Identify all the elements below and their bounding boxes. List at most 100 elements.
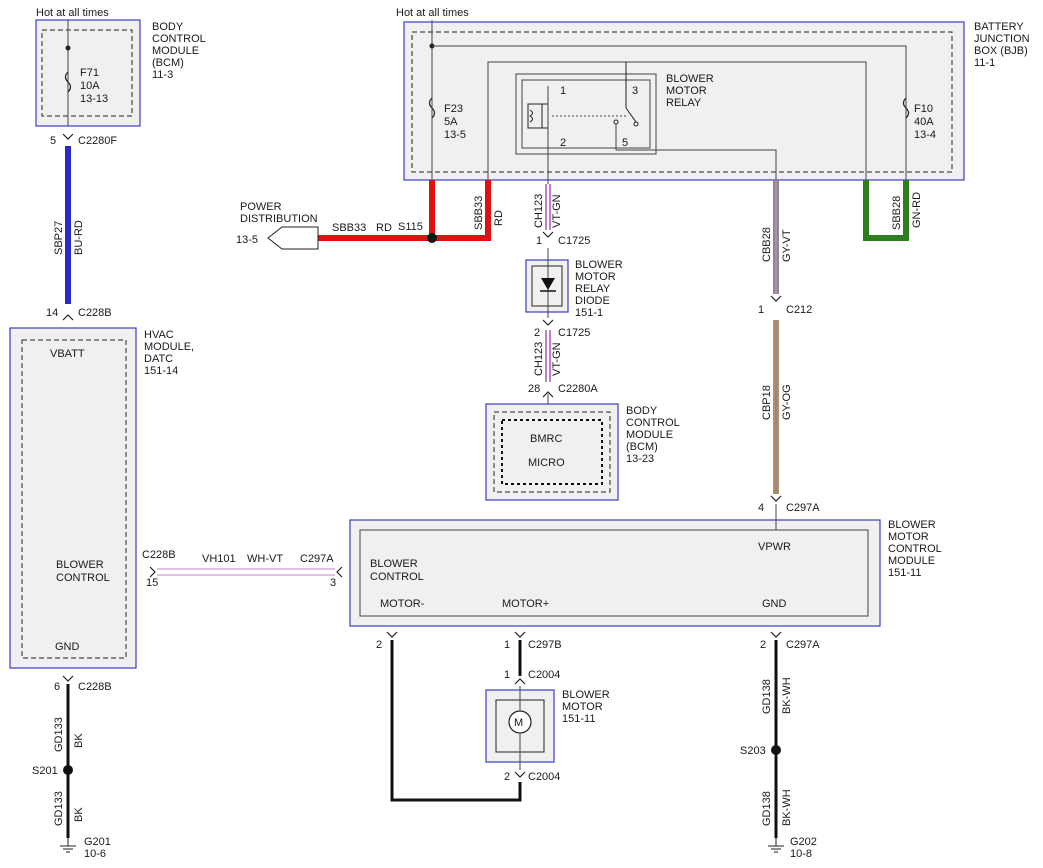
bjb-bus <box>432 45 907 180</box>
sbp27-color: BU-RD <box>73 220 85 255</box>
motor-minus-pin: 2 <box>376 639 382 651</box>
cbp18-color: GY-OG <box>781 384 793 420</box>
c2280f-name: C2280F <box>78 135 117 147</box>
f23-label: F23 <box>444 103 463 115</box>
hvac-vbatt: VBATT <box>50 348 85 360</box>
bcm-top-label-5: 11-3 <box>152 69 173 81</box>
f23-amps: 5A <box>444 116 458 128</box>
cbb28-circuit: CBB28 <box>761 227 773 262</box>
bcm-top-label-2: CONTROL <box>152 33 206 45</box>
diode-inner <box>531 265 563 307</box>
power-dist-ref: 13-5 <box>236 234 258 246</box>
cbp18-circuit: CBP18 <box>761 385 773 420</box>
bjb-dashed <box>411 31 953 173</box>
c297a-top-name: C297A <box>786 502 820 514</box>
hvac-blower-label: BLOWER <box>56 559 104 571</box>
ch123-top-color: VT-GN <box>551 194 563 228</box>
gd133-bot-circuit: GD133 <box>53 791 65 826</box>
hvac-label-3: DATC <box>144 353 173 365</box>
c1725-bot-name: C1725 <box>558 327 590 339</box>
c297a-top-icon <box>770 495 782 502</box>
c2280a-pin: 28 <box>528 383 540 395</box>
bcm-mid-micro: MICRO <box>528 457 565 469</box>
relay-label-3: RELAY <box>666 97 702 109</box>
f10-amps: 40A <box>914 116 934 128</box>
motor-label-1: BLOWER <box>562 689 610 701</box>
c228b-top-name: C228B <box>78 307 112 319</box>
c2280f-pin: 5 <box>50 135 56 147</box>
gd138-bot-circuit: GD138 <box>761 791 773 826</box>
f10-ref: 13-4 <box>914 129 936 141</box>
hvac-module-box <box>9 327 137 669</box>
hvac-gnd: GND <box>55 641 80 653</box>
relay-pin-2: 2 <box>560 137 566 149</box>
bcm-top-label-1: BODY <box>152 21 184 33</box>
bmcm-label-4: MODULE <box>888 555 935 567</box>
s203-splice <box>771 745 781 755</box>
bjb-label-4: 11-1 <box>974 57 995 69</box>
s201-splice <box>63 765 73 775</box>
bmcm-motor-minus: MOTOR- <box>380 598 425 610</box>
c228b-side-icon <box>149 566 156 578</box>
sbb33-circuit: SBB33 <box>473 196 485 230</box>
f10-fuse-icon <box>902 97 910 119</box>
relay-box <box>515 73 657 155</box>
diode-icon <box>541 278 555 290</box>
hvac-label-1: HVAC <box>144 329 174 341</box>
diode-label-4: DIODE <box>575 295 610 307</box>
bjb-label-3: BOX (BJB) <box>974 45 1028 57</box>
gd138-top-circuit: GD138 <box>761 679 773 714</box>
bcm-mid-label-5: 13-23 <box>626 453 654 465</box>
s203-label: S203 <box>740 745 766 757</box>
c297a-gnd-name: C297A <box>786 639 820 651</box>
diode-label-5: 151-1 <box>575 307 603 319</box>
bmcm-motor-plus: MOTOR+ <box>502 598 549 610</box>
c228b-bot-name: C228B <box>78 681 112 693</box>
motor-icon <box>508 710 532 734</box>
bmcm-control-label: CONTROL <box>370 571 424 583</box>
bcm-mid-dashed <box>493 411 611 493</box>
bmcm-inner <box>359 529 869 617</box>
hvac-control-label: CONTROL <box>56 572 110 584</box>
relay-label-1: BLOWER <box>666 73 714 85</box>
ch123-bot-color: VT-GN <box>551 342 563 376</box>
relay-coil-icon <box>527 86 549 184</box>
gd138-bot-color: BK-WH <box>781 789 793 826</box>
ground-icon <box>768 838 784 853</box>
c2004-bot-name: C2004 <box>528 771 560 783</box>
relay-pin-3: 3 <box>632 85 638 97</box>
s115-label: S115 <box>398 221 423 233</box>
f10-label: F10 <box>914 103 933 115</box>
c297a-gnd-icon <box>770 631 782 638</box>
relay-label-2: MOTOR <box>666 85 707 97</box>
c2280f-connector-icon <box>62 133 74 140</box>
sbb28-circuit: SBB28 <box>891 196 903 230</box>
f71-fuse-icon <box>64 71 72 93</box>
c297a-top-pin: 4 <box>758 502 764 514</box>
power-dist-label-2: DISTRIBUTION <box>240 213 318 225</box>
bmcm-label-3: CONTROL <box>888 543 942 555</box>
diode-label-3: RELAY <box>575 283 611 295</box>
f23-ref: 13-5 <box>444 129 466 141</box>
gd138-top-color: BK-WH <box>781 677 793 714</box>
c228b-side-pin: 15 <box>146 577 158 589</box>
motor-label-3: 151-11 <box>562 713 595 725</box>
hvac-label-4: 151-14 <box>144 365 178 377</box>
g201-ref: 10-6 <box>84 848 106 860</box>
g202-name: G202 <box>790 836 817 848</box>
c297b-icon <box>514 631 526 638</box>
ch123-bot-circuit: CH123 <box>533 342 545 376</box>
bcm-mid-bmrc: BMRC <box>530 433 562 445</box>
bmcm-label-2: MOTOR <box>888 531 929 543</box>
f71-label: F71 <box>80 67 99 79</box>
c228b-bot-pin: 6 <box>54 681 60 693</box>
c297b-pin: 1 <box>504 639 510 651</box>
f71-node <box>65 45 71 51</box>
motor-minus-connector-icon <box>386 631 398 638</box>
motor-minus-wire <box>390 640 522 802</box>
c212-pin: 1 <box>758 304 764 316</box>
s115-splice <box>427 233 437 243</box>
sbb33-wire <box>429 180 491 241</box>
diode-label-1: BLOWER <box>575 259 623 271</box>
c2280a-name: C2280A <box>558 383 598 395</box>
